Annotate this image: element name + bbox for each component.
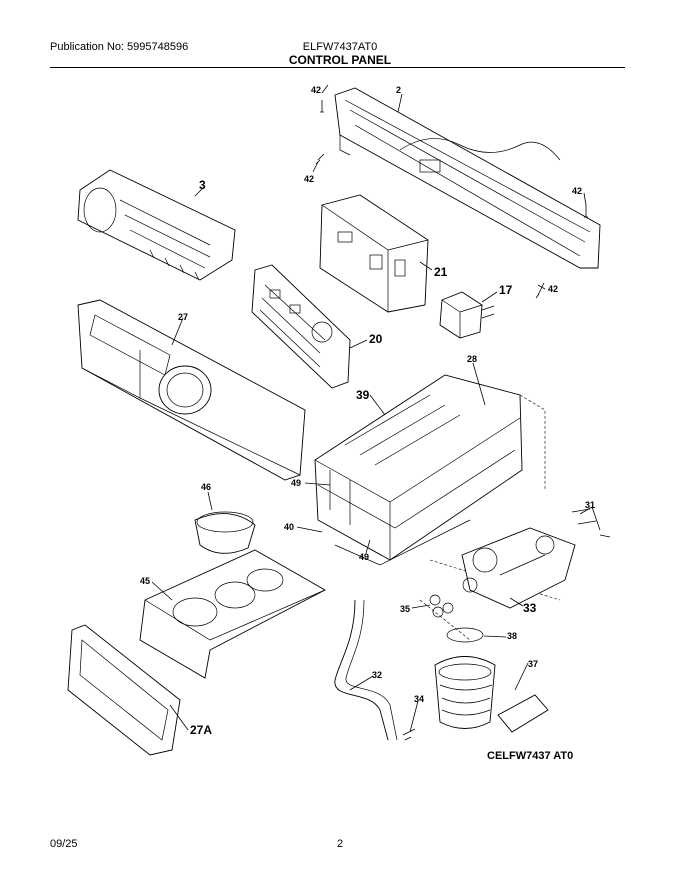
dashed-guide-lines <box>419 394 561 641</box>
callout-38: 38 <box>507 631 517 641</box>
callout-42: 42 <box>311 85 321 95</box>
callout-27A: 27A <box>190 723 212 737</box>
part-board-20 <box>251 264 351 389</box>
callout-49: 49 <box>291 478 301 488</box>
callout-49: 49 <box>359 552 369 562</box>
part-cup-46 <box>194 511 256 554</box>
part-valve-33 <box>461 527 576 609</box>
part-filter-35 <box>429 594 454 618</box>
part-hose-32 <box>334 599 398 741</box>
callout-2: 2 <box>396 85 401 95</box>
part-frame-2 <box>334 87 601 269</box>
callout-39: 39 <box>356 388 370 402</box>
part-console-27 <box>77 299 306 481</box>
callout-42: 42 <box>304 174 314 184</box>
callout-31: 31 <box>585 500 595 510</box>
part-clamp-38 <box>446 627 484 643</box>
part-screw-42 <box>315 100 588 299</box>
part-clip-34 <box>402 728 416 741</box>
page-header: Publication No: 5995748596 ELFW7437AT0 C… <box>0 0 680 70</box>
callout-3: 3 <box>199 178 206 192</box>
callout-45: 45 <box>140 576 150 586</box>
callout-28: 28 <box>467 354 477 364</box>
part-housing-21 <box>319 194 429 313</box>
callout-20: 20 <box>369 332 383 346</box>
part-drawer-45 <box>139 549 326 679</box>
page-number: 2 <box>336 838 344 850</box>
part-board-3 <box>77 169 236 281</box>
callout-labels: 42 2 42 42 3 21 17 42 27 20 28 39 46 49 … <box>140 85 595 737</box>
publication-number: Publication No: 5995748596 <box>50 41 189 53</box>
callout-42: 42 <box>572 186 582 196</box>
callout-42: 42 <box>548 284 558 294</box>
part-switch-17 <box>439 291 495 339</box>
header-rule <box>50 67 625 68</box>
callout-33: 33 <box>523 601 537 615</box>
section-title: CONTROL PANEL <box>288 53 392 67</box>
callout-17: 17 <box>499 283 513 297</box>
callout-34: 34 <box>414 694 424 704</box>
callout-37: 37 <box>528 659 538 669</box>
part-gasket-49 <box>317 449 516 566</box>
diagram-code: CELFW7437 AT0 <box>487 750 574 762</box>
callout-35: 35 <box>400 604 410 614</box>
callout-46: 46 <box>201 482 211 492</box>
callout-27: 27 <box>178 312 188 322</box>
part-drawer-front-27A <box>67 624 181 756</box>
footer-date: 09/25 <box>50 838 78 850</box>
callout-21: 21 <box>434 265 448 279</box>
callout-32: 32 <box>372 670 382 680</box>
model-number: ELFW7437AT0 <box>302 41 378 53</box>
part-screw-31 <box>571 508 611 538</box>
part-bellows-37 <box>434 656 549 733</box>
callout-40: 40 <box>284 522 294 532</box>
part-dispenser-housing-39 <box>314 374 523 561</box>
leader-lines <box>151 84 601 733</box>
